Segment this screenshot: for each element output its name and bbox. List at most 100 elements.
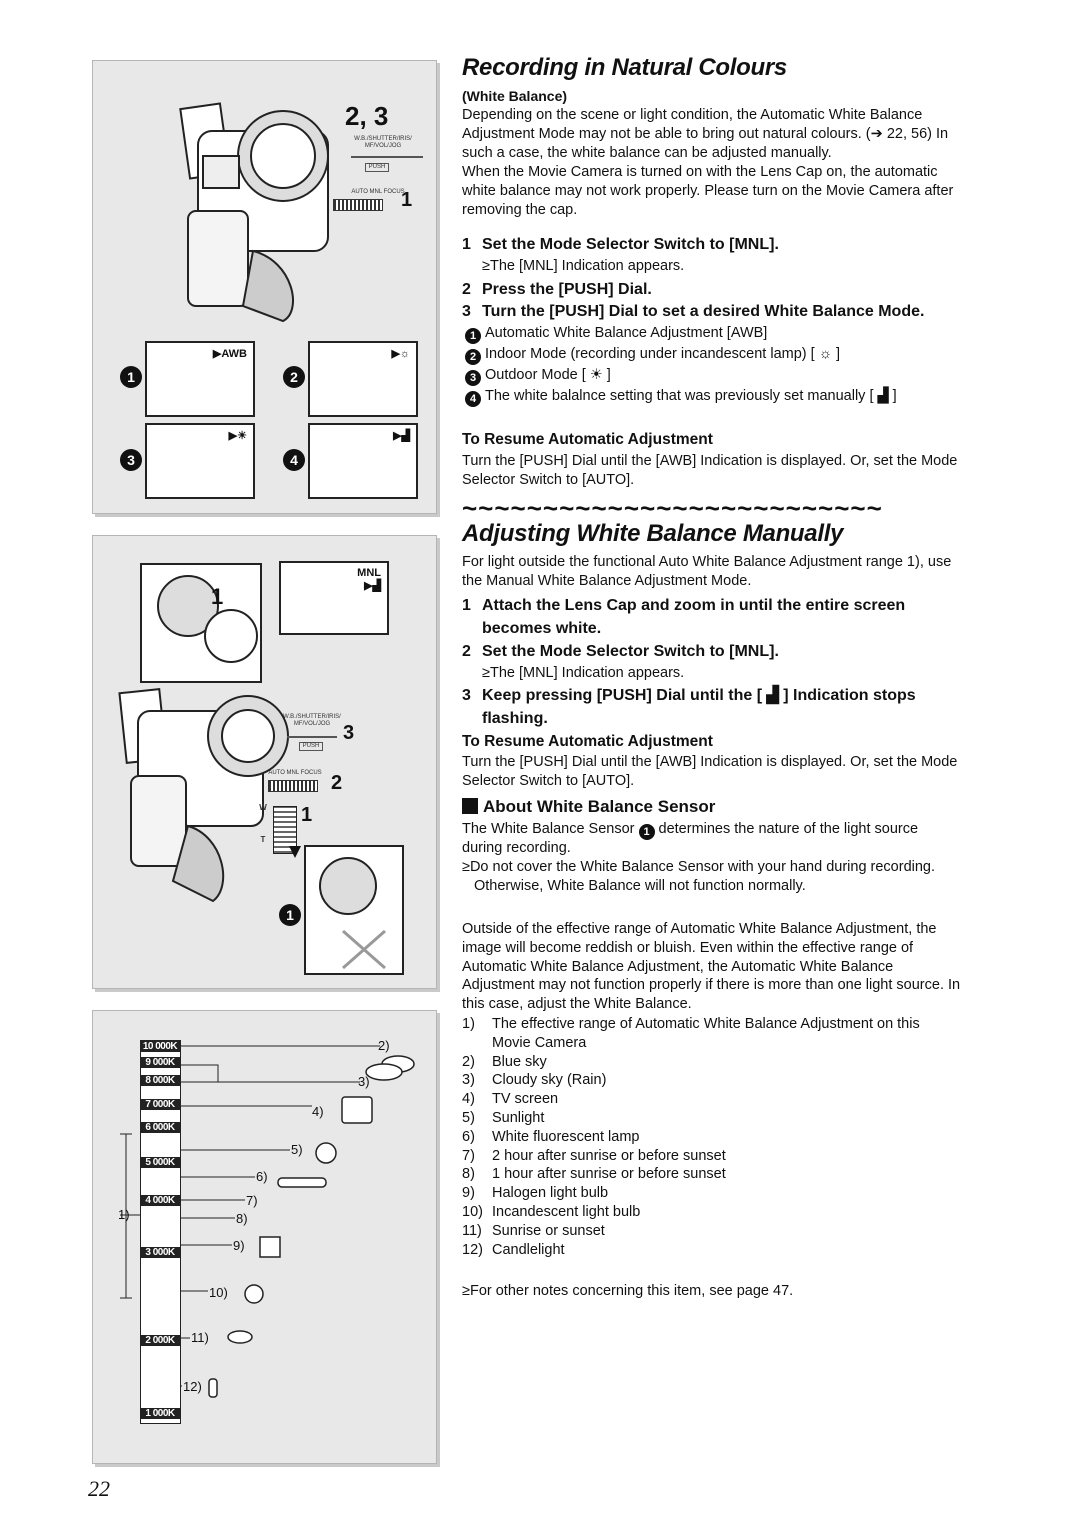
- white-balance-heading: (White Balance): [462, 88, 568, 104]
- step-label-1: 1: [401, 189, 413, 211]
- list-item: 11)Sunrise or sunset: [462, 1222, 605, 1239]
- mode-switch: [333, 199, 383, 211]
- title-adjusting-white-balance: Adjusting White Balance Manually: [462, 520, 844, 547]
- kelvin-6000: 6 000K: [140, 1122, 180, 1133]
- title-recording-natural-colours: Recording in Natural Colours: [462, 54, 787, 81]
- sec2-step-3-cont: flashing.: [482, 710, 548, 727]
- kelvin-10000: 10 000K: [140, 1041, 180, 1052]
- marker-2: 2: [283, 366, 305, 388]
- mode-switch-labels-2: AUTO MNL FOCUS: [268, 770, 322, 776]
- tilde-divider: ~~~~~~~~~~~~~~~~~~~~~~~~~~: [462, 493, 883, 523]
- screen-awb: ▶AWB: [145, 341, 255, 417]
- page-number: 22: [88, 1476, 110, 1501]
- step-label-2-3: 2, 3: [345, 101, 389, 131]
- outside-range-paragraph: Outside of the effective range of Automa…: [462, 921, 961, 1013]
- chart-label-4: 4): [312, 1104, 324, 1119]
- sensor-heading: About White Balance Sensor: [462, 795, 1042, 818]
- figure-manual-adjustment: 1 MNL ▶▟ W.B./SHUTTER/IRIS/ MF/VOL/JOG P…: [92, 535, 437, 989]
- marker-4: 4: [283, 449, 305, 471]
- list-item: 7)2 hour after sunrise or before sunset: [462, 1147, 726, 1164]
- section-marker-icon: [462, 798, 478, 814]
- step-label-1-top: 1: [211, 584, 224, 609]
- kelvin-9000: 9 000K: [140, 1057, 180, 1068]
- list-item: 4)TV screen: [462, 1091, 559, 1108]
- marker-1: 1: [120, 366, 142, 388]
- kelvin-3000: 3 000K: [140, 1247, 180, 1258]
- resume-heading-2: To Resume Automatic Adjustment: [462, 733, 713, 750]
- kelvin-5000: 5 000K: [140, 1157, 180, 1168]
- list-item: 9)Halogen light bulb: [462, 1185, 609, 1202]
- screen-mnl: MNL ▶▟: [279, 561, 389, 635]
- chart-label-11: 11): [191, 1330, 209, 1345]
- marker-3: 3: [120, 449, 142, 471]
- dial-label-2: W.B./SHUTTER/IRIS/ MF/VOL/JOG: [283, 714, 341, 727]
- zoom-w-label: W: [259, 803, 267, 812]
- list-item: 12)Candlelight: [462, 1241, 565, 1258]
- push-label-2: PUSH: [299, 742, 323, 751]
- chart-label-10: 10): [209, 1285, 228, 1300]
- step-label-1-bottom: 1: [301, 804, 313, 826]
- camera-illustration: [179, 102, 329, 323]
- sensor-note: ≥Do not cover the White Balance Sensor w…: [462, 859, 936, 894]
- zoom-t-label: T: [260, 835, 266, 844]
- chart-label-1: 1): [118, 1207, 130, 1222]
- screen-manual: ▶▟: [308, 423, 418, 499]
- step-label-2: 2: [331, 772, 343, 794]
- dial-label: W.B./SHUTTER/IRIS/ MF/VOL/JOG: [354, 136, 412, 149]
- chart-label-12: 12): [183, 1379, 202, 1394]
- dial-indicator-2: [287, 736, 337, 738]
- chart-label-9: 9): [233, 1238, 245, 1253]
- screen-mnl-label: MNL: [357, 567, 381, 579]
- dial-indicator: [351, 156, 423, 158]
- figure-white-balance-modes: 2, 3 W.B./SHUTTER/IRIS/ MF/VOL/JOG PUSH …: [92, 60, 437, 514]
- arrow-down-icon: [289, 846, 301, 858]
- sec2-note: ≥The [MNL] Indication appears.: [482, 665, 685, 681]
- chart-label-3: 3): [358, 1074, 370, 1089]
- screen-outdoor: ▶☀: [145, 423, 255, 499]
- chart-label-2: 2): [378, 1038, 390, 1053]
- kelvin-4000: 4 000K: [140, 1195, 180, 1206]
- list-item: 1)The effective range of Automatic White…: [462, 1016, 920, 1032]
- light-source-list: 1)The effective range of Automatic White…: [462, 1015, 920, 1259]
- resume-text-1: Turn the [PUSH] Dial until the [AWB] Ind…: [462, 453, 958, 488]
- screen-mnl-icon: ▶▟: [364, 580, 381, 592]
- zoom-lever: [273, 806, 297, 854]
- kelvin-7000: 7 000K: [140, 1099, 180, 1110]
- push-label: PUSH: [365, 163, 389, 172]
- marker-sensor: 1: [279, 904, 301, 926]
- intro-paragraph: Depending on the scene or light conditio…: [462, 107, 954, 218]
- list-item: 6)White fluorescent lamp: [462, 1128, 640, 1145]
- resume-text-2: Turn the [PUSH] Dial until the [AWB] Ind…: [462, 754, 958, 789]
- other-notes: ≥For other notes concerning this item, s…: [462, 1283, 794, 1299]
- list-item: 5)Sunlight: [462, 1109, 545, 1126]
- step-label-3: 3: [343, 722, 355, 744]
- kelvin-column: [140, 1040, 181, 1424]
- resume-heading-1: To Resume Automatic Adjustment: [462, 431, 713, 448]
- chart-label-8: 8): [236, 1211, 248, 1226]
- kelvin-2000: 2 000K: [140, 1335, 180, 1346]
- sec1-note: ≥The [MNL] Indication appears.: [482, 258, 685, 274]
- list-item: 8)1 hour after sunrise or before sunset: [462, 1166, 726, 1183]
- sec2-step-1-cont: becomes white.: [482, 620, 602, 637]
- manual-intro: For light outside the functional Auto Wh…: [462, 554, 952, 589]
- mode-switch-2: [268, 780, 318, 792]
- chart-label-5: 5): [291, 1142, 303, 1157]
- camera-lens-cap-illustration: [118, 563, 404, 975]
- kelvin-1000: 1 000K: [140, 1408, 180, 1419]
- list-item: 3)Cloudy sky (Rain): [462, 1072, 607, 1089]
- chart-label-7: 7): [246, 1193, 258, 1208]
- screen-indoor: ▶☼: [308, 341, 418, 417]
- list-item: Movie Camera: [492, 1034, 587, 1051]
- list-item: 2)Blue sky: [462, 1053, 547, 1070]
